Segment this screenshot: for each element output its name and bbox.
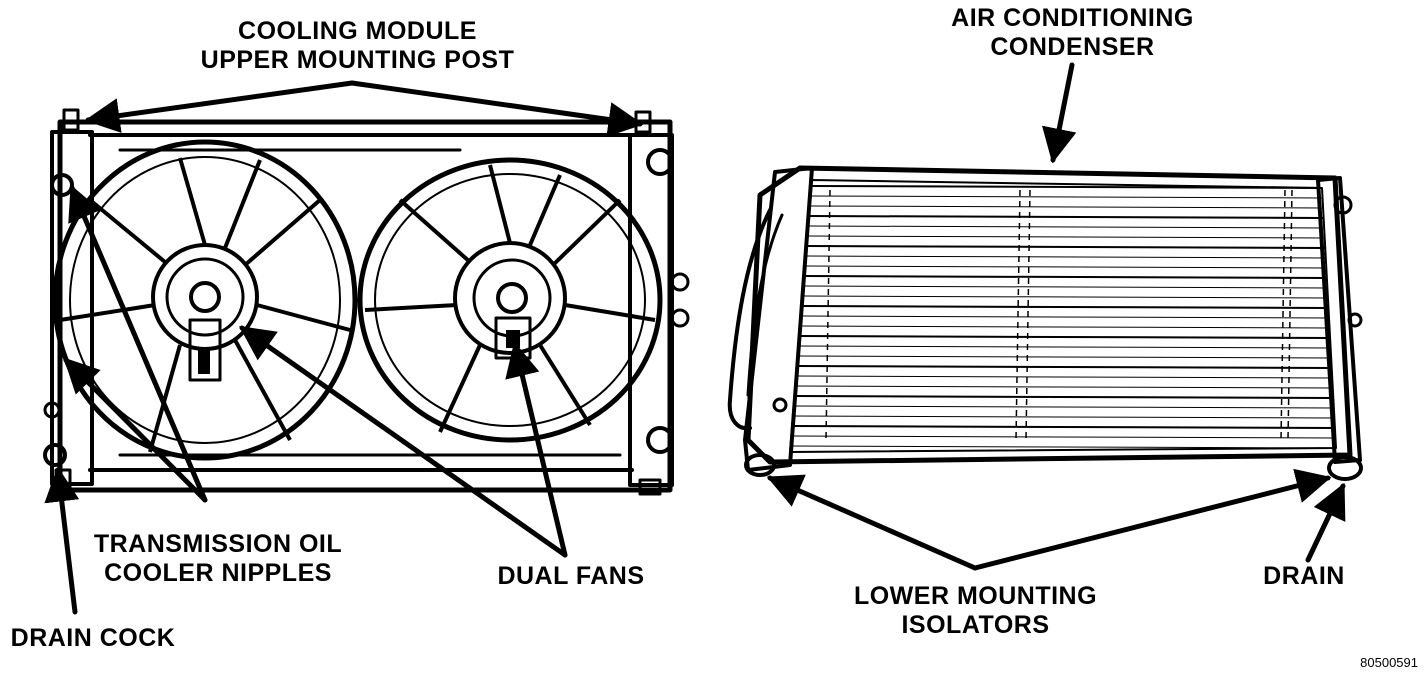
label-isolators-line2: ISOLATORS [901, 611, 1050, 639]
condenser-fin-lines [789, 185, 1337, 449]
condenser-fin-line [790, 435, 1336, 439]
label-trans-cooler-line1: TRANSMISSION OIL [93, 530, 343, 558]
arrow-drain-cock [44, 466, 80, 615]
label-isolators-line1: LOWER MOUNTING [853, 582, 1098, 610]
label-air-conditioning-condenser: AIR CONDITIONING CONDENSER [935, 4, 1210, 62]
condenser-streak [1287, 189, 1293, 441]
condenser-fin-line [806, 255, 1326, 259]
arrow-isolator-left [766, 474, 978, 571]
condenser-streak [825, 189, 831, 441]
label-drain-cock: DRAIN COCK [0, 624, 186, 653]
condenser-fin-line [804, 275, 1327, 279]
condenser-fin-line [795, 375, 1333, 379]
condenser-fin-line [808, 225, 1325, 229]
condenser-fin-line [801, 305, 1329, 309]
condenser-fin-line [807, 235, 1325, 239]
condenser-fin-line [791, 425, 1335, 429]
condenser-fin-line [806, 245, 1326, 249]
label-drain: DRAIN [1250, 562, 1358, 591]
condenser-streak [1015, 189, 1021, 441]
arrow-upper-post-left [84, 80, 355, 133]
label-upper-mounting-post: COOLING MODULE UPPER MOUNTING POST [185, 17, 530, 75]
label-dual-fans: DUAL FANS [486, 562, 656, 591]
condenser-fin-line [809, 215, 1324, 219]
condenser-fin-line [795, 385, 1333, 389]
condenser-fin-line [792, 415, 1335, 419]
arrow-trans-cooler-upper [68, 184, 208, 503]
condenser-fin-line [789, 445, 1337, 449]
condenser-fin-line [800, 315, 1330, 319]
arrow-isolator-right [972, 468, 1332, 571]
condenser-fin-line [797, 355, 1332, 359]
label-transmission-oil-cooler-nipples: TRANSMISSION OIL COOLER NIPPLES [82, 530, 354, 588]
arrow-drain [1305, 482, 1346, 563]
arrow-upper-post-right [349, 80, 644, 137]
label-trans-cooler-line2: COOLER NIPPLES [104, 559, 332, 587]
condenser-fin-line [799, 335, 1331, 339]
arrow-trans-cooler-lower [63, 357, 208, 503]
condenser-fin-line [794, 395, 1334, 399]
label-drain-cock-text: DRAIN COCK [10, 624, 176, 652]
arrow-dual-fan-right [505, 341, 568, 558]
label-lower-mounting-isolators: LOWER MOUNTING ISOLATORS [838, 582, 1113, 640]
condenser-fin-line [800, 325, 1330, 329]
condenser-fin-line [803, 285, 1328, 289]
label-condenser-line2: CONDENSER [990, 33, 1155, 61]
ac-condenser-drawing [727, 165, 1363, 481]
arrow-ac-condenser [1042, 62, 1077, 164]
condenser-fin-line [798, 345, 1331, 349]
condenser-fin-line [802, 295, 1328, 299]
leader-arrows [44, 62, 1346, 615]
condenser-fin-line [810, 205, 1324, 209]
condenser-streak [1025, 189, 1031, 441]
condenser-fin-line [811, 195, 1323, 199]
label-condenser-line1: AIR CONDITIONING [951, 4, 1194, 32]
radiator-cooling-module [43, 108, 690, 496]
figure-id: 80500591 [1360, 655, 1418, 670]
condenser-fin-line [811, 185, 1323, 189]
condenser-fin-line [805, 265, 1327, 269]
label-dual-fans-text: DUAL FANS [497, 562, 645, 590]
arrow-dual-fan-left [239, 325, 568, 558]
condenser-fin-line [796, 365, 1332, 369]
condenser-fin-line [793, 405, 1334, 409]
label-upper-post-line2: UPPER MOUNTING POST [200, 46, 515, 74]
label-upper-post-line1: COOLING MODULE [238, 17, 477, 45]
label-drain-text: DRAIN [1263, 562, 1345, 590]
condenser-streak [1280, 189, 1286, 441]
